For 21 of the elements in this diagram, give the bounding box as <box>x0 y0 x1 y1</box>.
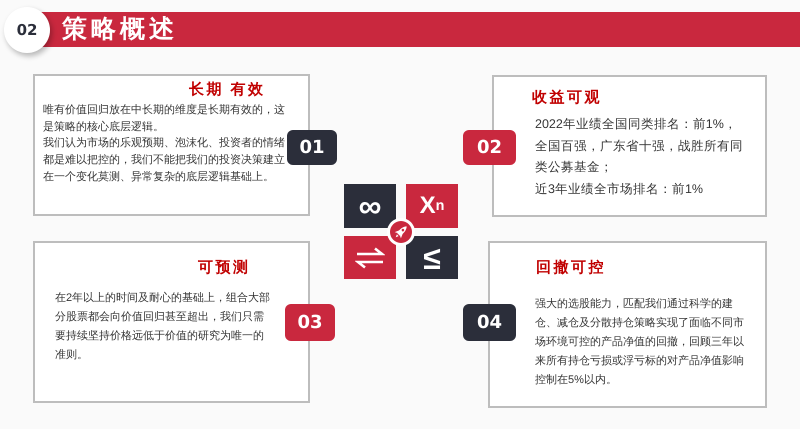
number-badge: 04 <box>463 304 516 341</box>
panel-text: 2022年业绩全国同类排名：前1%， <box>535 116 738 133</box>
section-number: 02 <box>4 7 50 53</box>
number-badge: 01 <box>287 130 337 165</box>
symbol-tile: X$^{n}$ <box>406 184 458 228</box>
panel-text: 强大的选股能力，匹配我们通过科学的建仓、减仓及分散持仓策略实现了面临不同市场环境可控的产品净值的回撤，回顾三年以来所有持仓亏损或浮亏标的对产品净值影响控制在5%以内。 <box>535 296 745 388</box>
panel-text: 在2年以上的时间及耐心的基础上，组合大部分股票都会向价值回归甚至超出，我们只需要持续坚持价格远低于价值的研究为唯一的准则。 <box>55 290 272 363</box>
panel-heading: 回撤可控 <box>536 259 606 278</box>
panel-text: 近3年业绩全市场排名：前1% <box>535 180 704 198</box>
number-badge: 03 <box>285 304 335 341</box>
title-banner: 策略概述 <box>40 12 800 47</box>
panel-text: 我们认为市场的乐观预期、泡沫化、投资者的情绪都是难以把控的，我们不能把我们的投资决策建立在一个变化莫测、异常复杂的底层逻辑基础上。 <box>43 136 286 185</box>
panel-heading: 收益可观 <box>532 89 602 108</box>
number-badge: 02 <box>463 130 516 165</box>
symbol-tile: ≤ <box>406 236 458 279</box>
panel-heading: 长期 有效 <box>189 81 266 100</box>
panel-text: 全国百强，广东省十强，战胜所有同类公募基金； <box>535 138 744 176</box>
symbol-tile: ∞ <box>344 184 396 228</box>
panel-heading: 可预测 <box>198 259 250 278</box>
symbol-tile <box>344 236 396 279</box>
panel-text: 唯有价值回归放在中长期的维度是长期有效的，这是策略的核心底层逻辑。 <box>43 102 286 135</box>
